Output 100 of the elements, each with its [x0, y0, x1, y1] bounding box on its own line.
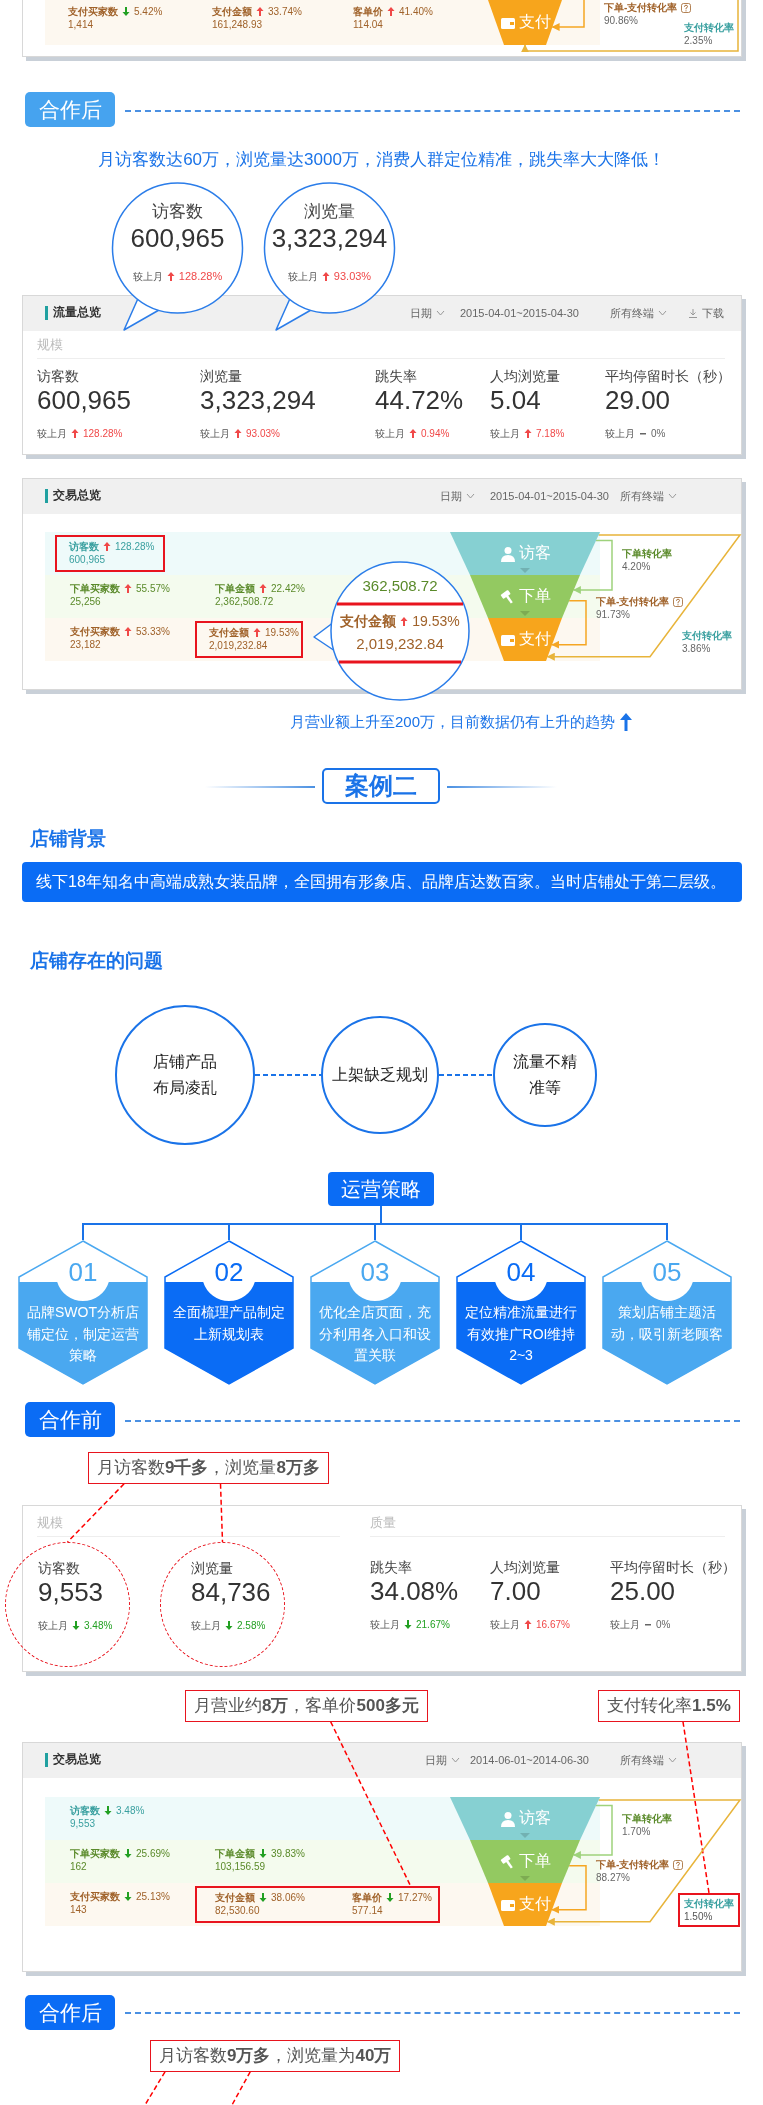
metric-value: 161,248.93: [212, 19, 263, 31]
dashed-connector: [438, 1074, 494, 1076]
metric-name: 支付买家数: [68, 6, 118, 18]
conversion-value: 91.73%: [596, 609, 630, 621]
comparison-label: 较上月: [191, 1620, 221, 1632]
stage-label: 支付: [518, 629, 551, 649]
metric-name: 人均浏览量: [490, 1559, 560, 1576]
metric-name: 访客数: [69, 541, 99, 553]
filter-label: 日期: [425, 1754, 447, 1767]
comparison-label: 较上月: [370, 1619, 400, 1631]
metric-name: 跳失率: [375, 368, 417, 385]
problem-text: 店铺产品布局凌乱: [152, 1052, 218, 1098]
group-label: 质量: [370, 1516, 396, 1531]
metric-value: 2,019,232.84: [356, 635, 444, 653]
metric-change: 22.42%: [271, 583, 305, 595]
metric-value: 362,508.72: [362, 577, 438, 595]
metric-change: 0%: [651, 428, 666, 440]
metric-change: 2.58%: [237, 1620, 266, 1632]
comparison-label: 较上月: [287, 270, 318, 283]
metric-change: 93.03%: [333, 270, 372, 283]
metric-name: 客单价: [353, 6, 383, 18]
metric-name: 支付买家数: [70, 1891, 120, 1903]
metric-value: 5.04: [490, 386, 541, 416]
metric-change: 0.94%: [421, 428, 450, 440]
metric-change: 55.57%: [136, 583, 170, 595]
metric-value: 3,323,294: [200, 386, 316, 416]
metric-name: 访客数: [37, 368, 79, 385]
arrow: [546, 1799, 742, 1926]
leader-line: [144, 2071, 166, 2105]
comparison-label: 较上月: [610, 1619, 640, 1631]
metric-change: 25.69%: [136, 1848, 170, 1860]
comparison-label: 较上月: [490, 1619, 520, 1631]
metric-name: 支付金额: [215, 1892, 255, 1904]
connector-line: [380, 1205, 668, 1241]
conversion-value: 4.20%: [622, 561, 651, 573]
metric-value: 29.00: [605, 386, 671, 416]
arrow: [572, 539, 613, 594]
metric-change: 17.27%: [398, 1892, 432, 1904]
stage-label: 访客: [518, 1808, 551, 1828]
metric-change: 41.40%: [399, 6, 433, 18]
stage-label: 支付: [518, 12, 551, 32]
section-badge: [25, 1402, 115, 1437]
metric-value: 600,965: [37, 386, 131, 416]
arrow: [546, 534, 742, 661]
metric-change: 21.67%: [416, 1619, 450, 1631]
metric-change: 7.18%: [536, 428, 565, 440]
metric-change: 128.28%: [178, 270, 223, 283]
badge-label: 合作后: [38, 1999, 102, 2026]
metric-change: 33.74%: [268, 6, 302, 18]
arrow: [551, 600, 587, 649]
title-box: [322, 768, 440, 804]
metric-name: 人均浏览量: [490, 368, 560, 385]
date-range: 2015-04-01~2015-04-30: [460, 307, 579, 320]
metric-value: 82,530.60: [215, 1905, 260, 1917]
metric-value: 114.04: [353, 19, 383, 31]
metric-value: 84,736: [191, 1578, 271, 1608]
metric-change: 16.67%: [536, 1619, 570, 1631]
step-number: 03: [360, 1258, 390, 1288]
metric-name: 浏览量: [304, 202, 355, 222]
metric-value: 25.00: [610, 1577, 676, 1607]
headline-text: 月访客数达60万，浏览量达3000万，消费人群定位精准，跳失率大大降低！: [98, 150, 665, 170]
panel-title: 交易总览: [45, 1753, 101, 1767]
callout-box: [88, 1452, 329, 1484]
metric-change: 0%: [656, 1619, 671, 1631]
strategy-text: 优化全店页面，充分利用各入口和设置关联: [319, 1303, 431, 1366]
conversion-value: 90.86%: [604, 15, 638, 27]
metric-value: 9,553: [70, 1818, 96, 1830]
metric-value: 3,323,294: [271, 224, 388, 254]
conversion-label: 下单转化率: [622, 1813, 672, 1825]
group-label: 规模: [37, 1516, 63, 1531]
panel-title: 交易总览: [45, 489, 101, 503]
badge-label: 合作后: [38, 96, 102, 123]
metric-name: 支付买家数: [70, 626, 120, 638]
section-badge: [25, 92, 115, 127]
step-number: 01: [68, 1258, 98, 1288]
comparison-label: 较上月: [132, 270, 163, 283]
metric-name: 下单买家数: [70, 1848, 120, 1860]
metric-change: 3.48%: [116, 1805, 145, 1817]
callout-box: [598, 1690, 740, 1722]
caption-text: 月营业额上升至200万，目前数据仍有上升的趋势: [290, 713, 616, 731]
metric-change: 25.13%: [136, 1891, 170, 1903]
metric-name: 访客数: [152, 202, 203, 222]
problem-text: 上架缺乏规划: [332, 1065, 428, 1086]
metric-change: 39.83%: [271, 1848, 305, 1860]
conversion-label: 支付转化率: [682, 630, 732, 642]
problem-text: 流量不精准等: [512, 1052, 578, 1098]
metric-name: 浏览量: [191, 1560, 233, 1577]
comparison-label: 较上月: [605, 428, 635, 440]
rate-value: 1.50%: [684, 1911, 713, 1923]
stage-label: 支付: [518, 1894, 551, 1914]
metric-name: 支付金额: [212, 6, 252, 18]
metric-value: 25,256: [70, 596, 101, 608]
arrow: [521, 0, 739, 53]
metric-value: 23,182: [70, 639, 101, 651]
metric-name: 平均停留时长（秒）: [605, 368, 731, 385]
leader-line: [329, 1721, 412, 1887]
strategy-text: 全面梳理产品制定上新规划表: [173, 1303, 285, 1344]
metric-name: 支付金额: [340, 613, 397, 630]
metric-value: 600,965: [69, 554, 106, 566]
conversion-value: 1.70%: [622, 1826, 651, 1838]
